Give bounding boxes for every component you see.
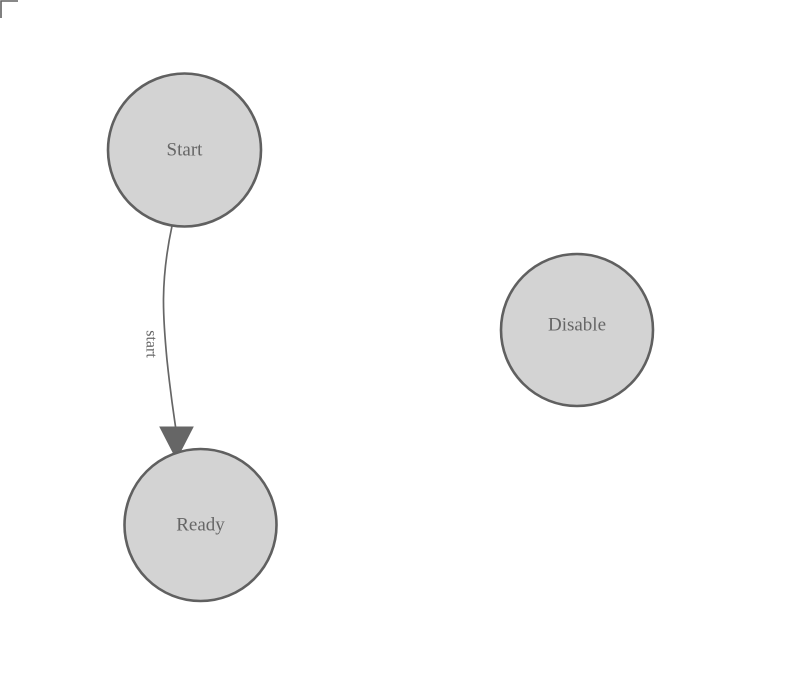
- node-ready-label: Ready: [176, 514, 225, 535]
- node-start-circle[interactable]: [106, 72, 263, 228]
- node-disable[interactable]: Disable: [499, 252, 655, 408]
- node-start[interactable]: Start: [106, 72, 263, 228]
- node-disable-circle[interactable]: [499, 252, 655, 408]
- edge-arrowhead-icon: [159, 426, 194, 461]
- node-start-label: Start: [167, 139, 204, 160]
- edge-path-start-to-ready: [162, 225, 177, 431]
- edge-start-to-ready[interactable]: start: [142, 225, 194, 461]
- edge-label-start: start: [142, 330, 159, 358]
- top-left-corner-bracket-icon: [0, 0, 18, 18]
- node-disable-label: Disable: [548, 314, 606, 335]
- node-ready[interactable]: Ready: [123, 447, 278, 603]
- node-ready-circle[interactable]: [123, 447, 278, 603]
